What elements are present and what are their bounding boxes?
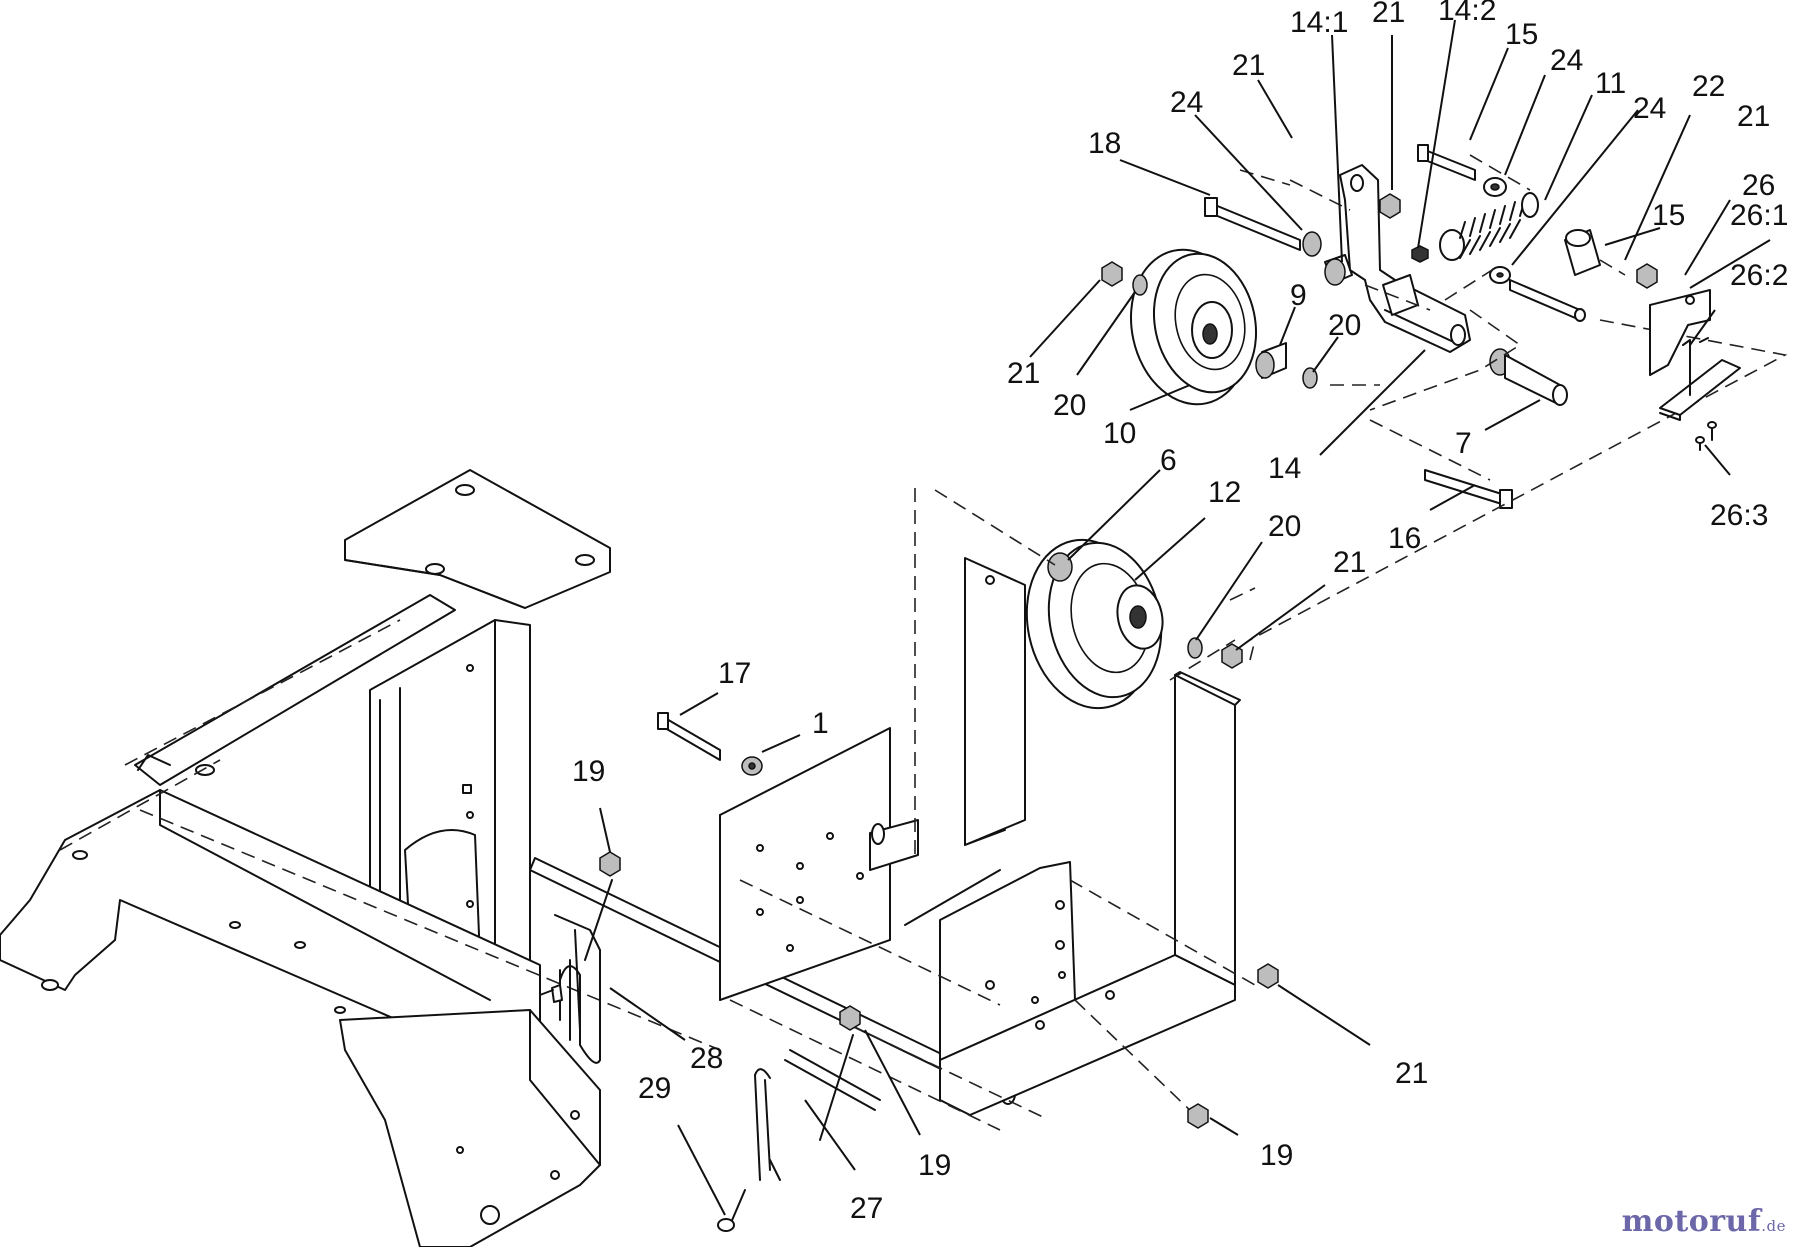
callout-6: 6	[1160, 444, 1177, 477]
callout-21: 21	[1232, 49, 1265, 82]
mount-plates	[719, 488, 1241, 1131]
idler-pulley-lower	[1025, 538, 1243, 710]
idler-pulley-upper	[1101, 248, 1318, 406]
watermark-logo: motoruf.de	[1622, 1204, 1786, 1239]
callout-20: 20	[1328, 309, 1361, 342]
callout-21: 21	[1372, 0, 1405, 29]
callout-27: 27	[850, 1192, 883, 1225]
callout-18: 18	[1088, 127, 1121, 160]
callout-20: 20	[1053, 389, 1086, 422]
callout-16: 16	[1388, 522, 1421, 555]
callout-10: 10	[1103, 417, 1136, 450]
callout-19: 19	[1260, 1139, 1293, 1172]
callout-21: 21	[1007, 357, 1040, 390]
callout-20: 20	[1268, 510, 1301, 543]
callout-26-1: 26:1	[1730, 199, 1788, 232]
callout-21: 21	[1737, 100, 1770, 133]
callout-26-3: 26:3	[1710, 499, 1768, 532]
callout-29: 29	[638, 1072, 671, 1105]
leader-lines	[599, 19, 1771, 1216]
callout-28: 28	[690, 1042, 723, 1075]
callout-19: 19	[572, 755, 605, 788]
callout-21: 21	[1395, 1057, 1428, 1090]
callout-9: 9	[1290, 279, 1307, 312]
callout-24: 24	[1633, 92, 1666, 125]
callout-21: 21	[1333, 546, 1366, 579]
callout-7: 7	[1455, 427, 1472, 460]
callout-19: 19	[918, 1149, 951, 1182]
watermark-tld: .de	[1761, 1217, 1786, 1235]
spring	[1439, 192, 1539, 261]
callout-26: 26	[1742, 169, 1775, 202]
callout-14-1: 14:1	[1290, 6, 1348, 39]
callout-24: 24	[1170, 86, 1203, 119]
callout-14: 14	[1268, 452, 1301, 485]
idler-arm-assembly	[934, 144, 1788, 1116]
callout-12: 12	[1208, 476, 1241, 509]
callout-17: 17	[718, 657, 751, 690]
lower-hardware	[539, 712, 1279, 1232]
callout-15: 15	[1505, 18, 1538, 51]
callout-24: 24	[1550, 44, 1583, 77]
callout-22: 22	[1692, 70, 1725, 103]
callout-labels: 14:1 21 14:2 15 21 24 24 11 24 22 21 18 …	[572, 0, 1788, 1225]
callout-11: 11	[1595, 67, 1626, 100]
watermark-brand: motoruf	[1621, 1204, 1762, 1239]
callout-14-2: 14:2	[1438, 0, 1496, 27]
bracket-26	[1649, 289, 1741, 451]
callout-1: 1	[812, 707, 829, 740]
callout-26-2: 26:2	[1730, 259, 1788, 292]
callout-15: 15	[1652, 199, 1685, 232]
